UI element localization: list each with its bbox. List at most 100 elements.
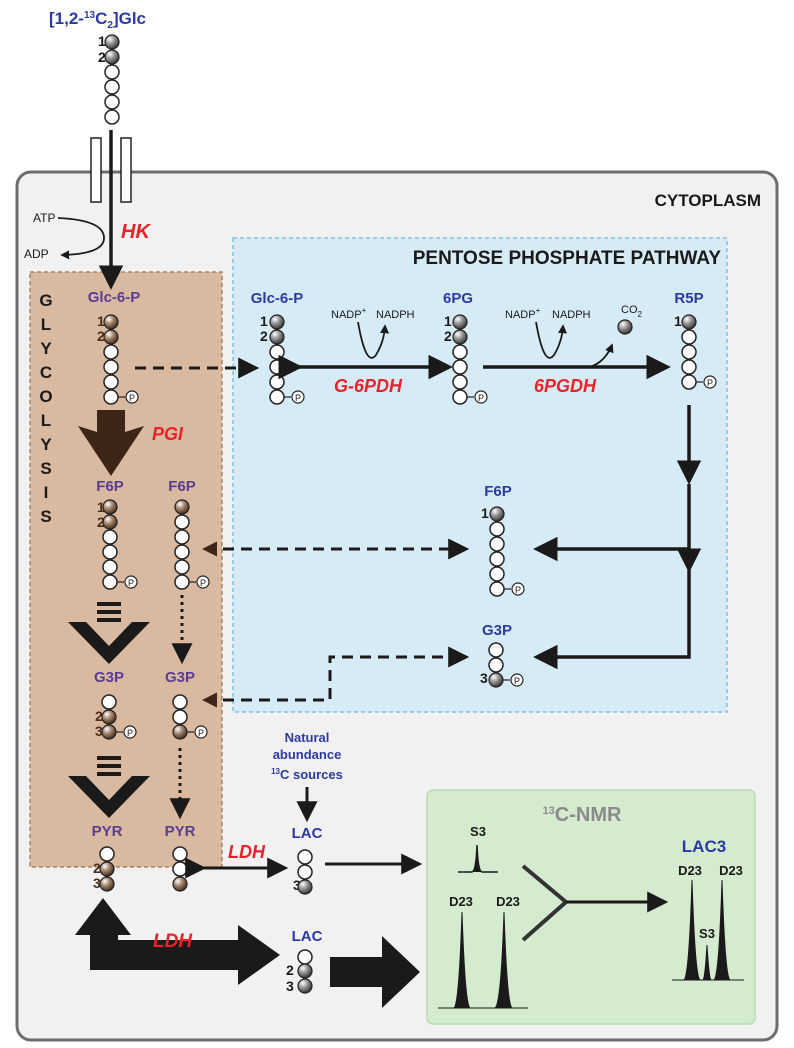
svg-text:D23: D23 bbox=[449, 894, 473, 909]
r5p-downstream-arrows bbox=[533, 405, 702, 670]
svg-text:R5P: R5P bbox=[674, 290, 703, 307]
nmr-spectrum-small: S3 bbox=[458, 824, 498, 873]
svg-text:NADPH: NADPH bbox=[376, 309, 415, 321]
enzyme-pgi: PGI bbox=[152, 424, 184, 444]
svg-text:I: I bbox=[44, 483, 49, 502]
glycolysis-label: G L Y C O L Y S I S bbox=[39, 291, 52, 526]
glucose-title: [1,2-13C2]Glc bbox=[49, 9, 146, 31]
g6pdh-step: NADP+ NADPH G-6PDH bbox=[278, 306, 453, 396]
svg-text:2: 2 bbox=[93, 860, 101, 876]
svg-text:13C sources: 13C sources bbox=[271, 767, 343, 782]
svg-text:NADP+: NADP+ bbox=[331, 306, 367, 321]
svg-text:Y: Y bbox=[40, 339, 52, 358]
svg-text:1: 1 bbox=[97, 313, 105, 329]
svg-text:NADP+: NADP+ bbox=[505, 306, 541, 321]
g3p-glycolysis-b: G3P P bbox=[165, 669, 208, 740]
svg-text:L: L bbox=[41, 411, 51, 430]
svg-text:D23: D23 bbox=[719, 863, 743, 878]
svg-text:2: 2 bbox=[97, 514, 105, 530]
svg-text:1: 1 bbox=[97, 499, 105, 515]
svg-text:PYR: PYR bbox=[165, 823, 196, 840]
svg-text:2: 2 bbox=[97, 328, 105, 344]
enzyme-g6pdh: G-6PDH bbox=[334, 376, 403, 396]
svg-text:S3: S3 bbox=[699, 926, 715, 941]
svg-text:P: P bbox=[515, 585, 521, 595]
svg-text:S: S bbox=[40, 507, 51, 526]
glycolysis-chevron-2 bbox=[68, 756, 150, 818]
svg-text:G3P: G3P bbox=[165, 669, 195, 686]
svg-text:1: 1 bbox=[481, 505, 489, 521]
ppp-panel bbox=[232, 237, 728, 713]
svg-text:2: 2 bbox=[286, 962, 294, 978]
nmr-spectrum-doublet: D23 D23 bbox=[438, 894, 528, 1009]
svg-text:P: P bbox=[128, 578, 134, 588]
svg-text:LAC: LAC bbox=[292, 928, 323, 945]
nmr-spectrum-lac3: LAC3 D23 D23 S3 bbox=[672, 837, 744, 981]
f6p-glycolysis-b: F6P P bbox=[168, 478, 210, 590]
g3p-exchange-arrow bbox=[202, 646, 470, 708]
svg-text:D23: D23 bbox=[678, 863, 702, 878]
ppp-title: PENTOSE PHOSPHATE PATHWAY bbox=[413, 248, 722, 269]
ldh-big-arrow bbox=[75, 898, 280, 985]
svg-text:2: 2 bbox=[260, 328, 268, 344]
svg-text:Glc-6-P: Glc-6-P bbox=[251, 290, 304, 307]
svg-text:D23: D23 bbox=[496, 894, 520, 909]
svg-text:CO2: CO2 bbox=[621, 304, 643, 319]
svg-text:3: 3 bbox=[95, 723, 103, 739]
svg-text:P: P bbox=[129, 393, 135, 403]
svg-text:C: C bbox=[40, 363, 52, 382]
svg-text:PYR: PYR bbox=[92, 823, 123, 840]
svg-text:2: 2 bbox=[95, 708, 103, 724]
nmr-title: 13C-NMR bbox=[543, 804, 622, 826]
pgdh-step: NADP+ NADPH CO2 6PGDH bbox=[483, 304, 671, 396]
glucose-carbon-chain: 1 2 bbox=[98, 33, 120, 125]
svg-text:G3P: G3P bbox=[94, 669, 124, 686]
svg-text:Glc-6-P: Glc-6-P bbox=[88, 289, 141, 306]
svg-text:O: O bbox=[39, 387, 52, 406]
svg-text:ATP: ATP bbox=[33, 211, 55, 225]
svg-text:P: P bbox=[514, 676, 520, 686]
lac-small: LAC 3 bbox=[292, 825, 323, 895]
svg-text:ADP: ADP bbox=[24, 247, 49, 261]
svg-text:F6P: F6P bbox=[168, 478, 196, 495]
glycolysis-panel bbox=[29, 271, 223, 868]
enzyme-6pgdh: 6PGDH bbox=[534, 376, 597, 396]
svg-text:P: P bbox=[707, 378, 713, 388]
svg-text:abundance: abundance bbox=[273, 747, 342, 762]
svg-text:P: P bbox=[295, 393, 301, 403]
lac-big: LAC 2 3 bbox=[286, 928, 323, 994]
svg-text:1: 1 bbox=[674, 313, 682, 329]
svg-text:1: 1 bbox=[98, 33, 106, 49]
svg-text:S: S bbox=[40, 459, 51, 478]
svg-text:3: 3 bbox=[93, 875, 101, 891]
nmr-panel bbox=[426, 789, 756, 1025]
r5p: R5P 1 P bbox=[674, 290, 717, 390]
svg-text:P: P bbox=[198, 728, 204, 738]
svg-text:G3P: G3P bbox=[482, 622, 512, 639]
hexokinase-step: ATP ADP HK bbox=[24, 211, 151, 261]
svg-text:Y: Y bbox=[40, 435, 52, 454]
svg-text:P: P bbox=[127, 728, 133, 738]
svg-text:LAC: LAC bbox=[292, 825, 323, 842]
svg-text:3: 3 bbox=[286, 978, 294, 994]
pgi-arrow bbox=[78, 410, 144, 476]
svg-text:1: 1 bbox=[444, 313, 452, 329]
cytoplasm-label: CYTOPLASM bbox=[655, 191, 761, 210]
svg-text:F6P: F6P bbox=[96, 478, 124, 495]
pyr-glycolysis-b: PYR bbox=[165, 823, 196, 892]
g3p-glycolysis-a: G3P 2 3 P bbox=[94, 669, 137, 740]
svg-text:2: 2 bbox=[98, 49, 106, 65]
f6p-glycolysis-a: F6P 1 2 P bbox=[96, 478, 138, 590]
svg-text:Natural: Natural bbox=[285, 730, 330, 745]
f6p-ppp: F6P 1 P bbox=[481, 483, 525, 597]
svg-text:L: L bbox=[41, 315, 51, 334]
enzyme-hk: HK bbox=[121, 221, 151, 243]
membrane-transporter bbox=[90, 130, 132, 290]
svg-text:3: 3 bbox=[293, 877, 301, 893]
svg-text:G: G bbox=[39, 291, 52, 310]
svg-text:LAC3: LAC3 bbox=[682, 837, 726, 856]
g3p-ppp: G3P 3 P bbox=[480, 622, 524, 688]
lac-to-nmr-big-arrow bbox=[330, 936, 420, 1008]
svg-text:NADPH: NADPH bbox=[552, 309, 591, 321]
